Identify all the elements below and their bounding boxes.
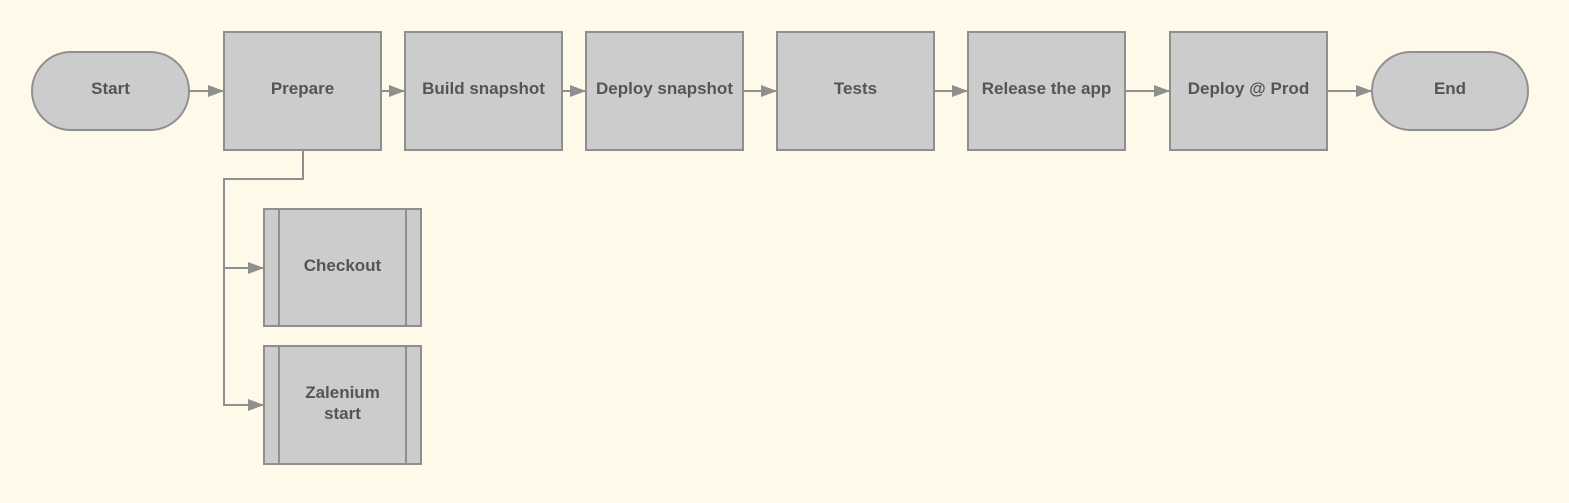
node-label: Checkout	[304, 256, 382, 275]
node-label-line-1: Zalenium	[305, 383, 380, 402]
node-label-line-2: start	[324, 404, 361, 423]
node-deploy-snapshot[interactable]: Deploy snapshot	[585, 31, 744, 151]
node-label: Deploy snapshot	[596, 79, 733, 98]
node-label: Deploy @ Prod	[1188, 79, 1309, 98]
predefined-process-shape	[263, 345, 422, 465]
node-prepare[interactable]: Prepare	[223, 31, 382, 151]
process-shape	[585, 31, 744, 151]
node-label: Start	[91, 79, 130, 98]
process-shape	[1169, 31, 1328, 151]
edge-prepare-zalenium-start	[223, 268, 264, 411]
node-tests[interactable]: Tests	[776, 31, 935, 151]
node-start[interactable]: Start	[31, 51, 190, 131]
node-label: Prepare	[271, 79, 334, 98]
terminator-shape	[1371, 51, 1529, 131]
node-label: End	[1434, 79, 1466, 98]
node-label: Release the app	[982, 79, 1111, 98]
terminator-shape	[31, 51, 190, 131]
process-shape	[404, 31, 563, 151]
predefined-process-shape	[263, 208, 422, 327]
node-label: Build snapshot	[422, 79, 545, 98]
process-shape	[223, 31, 382, 151]
node-label: Tests	[834, 79, 877, 98]
node-checkout[interactable]: Checkout	[263, 208, 422, 327]
process-shape	[776, 31, 935, 151]
node-deploy-prod[interactable]: Deploy @ Prod	[1169, 31, 1328, 151]
node-end[interactable]: End	[1371, 51, 1529, 131]
node-release-app[interactable]: Release the app	[967, 31, 1126, 151]
edge-prepare-checkout	[223, 151, 304, 274]
node-zalenium-start[interactable]: Zalenium start	[263, 345, 422, 465]
edges	[189, 85, 1372, 411]
node-build-snapshot[interactable]: Build snapshot	[404, 31, 563, 151]
process-shape	[967, 31, 1126, 151]
